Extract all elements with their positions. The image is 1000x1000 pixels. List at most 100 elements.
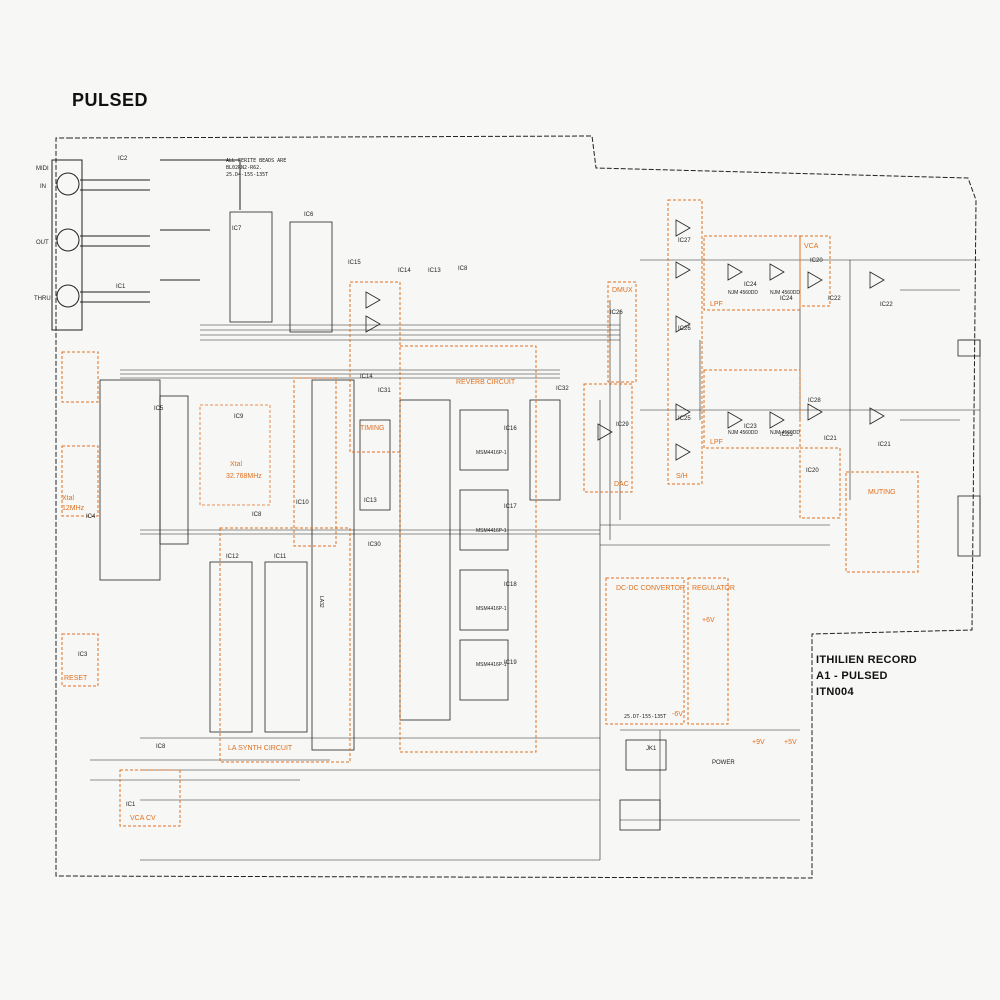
svg-text:IC16: IC16 — [504, 426, 517, 432]
svg-text:IC15: IC15 — [348, 260, 361, 266]
svg-text:IC8: IC8 — [252, 512, 262, 518]
label-plus9v: +9V — [752, 739, 765, 746]
label-dac: DAC — [614, 481, 629, 488]
label-reverb: REVERB CIRCUIT — [456, 379, 516, 386]
svg-text:IC26: IC26 — [610, 310, 623, 316]
svg-text:IC14: IC14 — [398, 268, 411, 274]
svg-text:IN: IN — [40, 184, 46, 190]
ferrite-note: ALL FERITE BEADS ARE BL02RN2-R62. 25.D4-… — [226, 158, 287, 178]
svg-text:IC23: IC23 — [780, 432, 793, 438]
svg-text:IC32: IC32 — [556, 386, 569, 392]
svg-text:IC14: IC14 — [360, 374, 373, 380]
svg-text:IC6: IC6 — [304, 212, 314, 218]
svg-text:IC20: IC20 — [810, 258, 823, 264]
svg-text:IC5: IC5 — [154, 406, 164, 412]
label-la-synth: LA SYNTH CIRCUIT — [228, 745, 293, 752]
left-ic-cluster — [99, 211, 561, 751]
label-lpf1: LPF — [710, 301, 723, 308]
title-block-line2: A1 - PULSED — [816, 670, 888, 682]
label-muting: MUTING — [868, 489, 896, 496]
svg-text:IC21: IC21 — [878, 442, 891, 448]
wiring — [90, 259, 981, 861]
svg-text:IC26: IC26 — [678, 326, 691, 332]
label-reset: RESET — [64, 675, 88, 682]
label-xtal2-freq: 12MHz — [62, 505, 85, 512]
svg-text:IC12: IC12 — [226, 554, 239, 560]
svg-text:IC24: IC24 — [780, 296, 793, 302]
label-xtal1-freq: 32.768MHz — [226, 473, 262, 480]
svg-text:IC19: IC19 — [504, 660, 517, 666]
svg-text:IC24: IC24 — [744, 282, 757, 288]
label-dcdc: DC-DC CONVERTOR — [616, 585, 685, 592]
svg-text:IC20: IC20 — [806, 468, 819, 474]
label-timing: TIMING — [360, 425, 385, 432]
label-xtal2: Xtal — [62, 495, 75, 502]
title-block-line1: ITHILIEN RECORD — [816, 654, 918, 666]
svg-text:MSM4416P-1: MSM4416P-1 — [476, 450, 507, 456]
svg-text:NJM 4560DD: NJM 4560DD — [770, 290, 800, 296]
date-stamp: 25.D7-155-135T — [624, 714, 667, 720]
sheet-border — [55, 135, 977, 879]
svg-text:LA32: LA32 — [318, 596, 324, 608]
svg-text:IC7: IC7 — [232, 226, 242, 232]
sheet-title: PULSED — [72, 90, 149, 110]
svg-text:IC17: IC17 — [504, 504, 517, 510]
svg-text:IC8: IC8 — [458, 266, 468, 272]
svg-text:IC28: IC28 — [808, 398, 821, 404]
svg-text:IC31: IC31 — [378, 388, 391, 394]
label-minus6v: -6V — [672, 711, 683, 718]
label-vca-cv: VCA CV — [130, 815, 156, 822]
svg-text:NJM 4560DD: NJM 4560DD — [728, 290, 758, 296]
opamps — [365, 219, 885, 461]
svg-text:MIDI: MIDI — [36, 166, 49, 172]
jk1-jack — [625, 739, 667, 771]
label-dmux: DMUX — [612, 287, 633, 294]
svg-text:IC1: IC1 — [116, 284, 126, 290]
svg-text:NJM 4560DD: NJM 4560DD — [770, 430, 800, 436]
svg-text:IC13: IC13 — [364, 498, 377, 504]
label-plus5v: +5V — [784, 739, 797, 746]
power-connector — [957, 495, 981, 557]
block-labels: REVERB CIRCUIT TIMING LA SYNTH CIRCUIT D… — [62, 243, 896, 822]
svg-text:IC10: IC10 — [296, 500, 309, 506]
label-lpf2: LPF — [710, 439, 723, 446]
title-block-line3: ITN004 — [816, 686, 854, 698]
part-numbers: MSM4416P-1 MSM4416P-1 MSM4416P-1 MSM4416… — [318, 290, 800, 668]
svg-text:MSM4416P-1: MSM4416P-1 — [476, 662, 507, 668]
svg-text:IC3: IC3 — [78, 652, 88, 658]
svg-text:IC11: IC11 — [274, 554, 287, 560]
svg-text:IC2: IC2 — [118, 156, 128, 162]
svg-text:IC30: IC30 — [368, 542, 381, 548]
svg-text:OUT: OUT — [36, 240, 49, 246]
svg-text:IC22: IC22 — [880, 302, 893, 308]
label-sh: S/H — [676, 473, 688, 480]
svg-text:IC23: IC23 — [744, 424, 757, 430]
svg-text:IC4: IC4 — [86, 514, 96, 520]
svg-text:THRU: THRU — [34, 296, 51, 302]
svg-text:IC22: IC22 — [828, 296, 841, 302]
svg-text:IC25: IC25 — [678, 416, 691, 422]
midi-connectors — [51, 159, 241, 331]
svg-text:IC18: IC18 — [504, 582, 517, 588]
ic-labels: IC2 IC1 IC7 IC6 IC15 IC14 IC13 IC8 IC5 I… — [78, 156, 893, 808]
annotation-boxes — [61, 199, 919, 827]
svg-text:IC21: IC21 — [824, 436, 837, 442]
svg-text:IC1: IC1 — [126, 802, 136, 808]
label-plus6v: +6V — [702, 617, 715, 624]
svg-text:IC13: IC13 — [428, 268, 441, 274]
output-connector — [957, 339, 981, 357]
svg-text:IC8: IC8 — [156, 744, 166, 750]
svg-text:NJM 4560DD: NJM 4560DD — [728, 430, 758, 436]
svg-text:MSM4416P-1: MSM4416P-1 — [476, 528, 507, 534]
label-vca: VCA — [804, 243, 819, 250]
svg-text:IC9: IC9 — [234, 414, 244, 420]
svg-text:IC29: IC29 — [616, 422, 629, 428]
connector-labels: MIDI IN OUT THRU — [34, 166, 51, 302]
label-regulator: REGULATOR — [692, 585, 735, 592]
label-power: POWER — [712, 760, 735, 766]
svg-text:IC27: IC27 — [678, 238, 691, 244]
label-xtal1: Xtal — [230, 461, 243, 468]
connector-cn — [619, 799, 661, 831]
svg-text:JK1: JK1 — [646, 746, 657, 752]
